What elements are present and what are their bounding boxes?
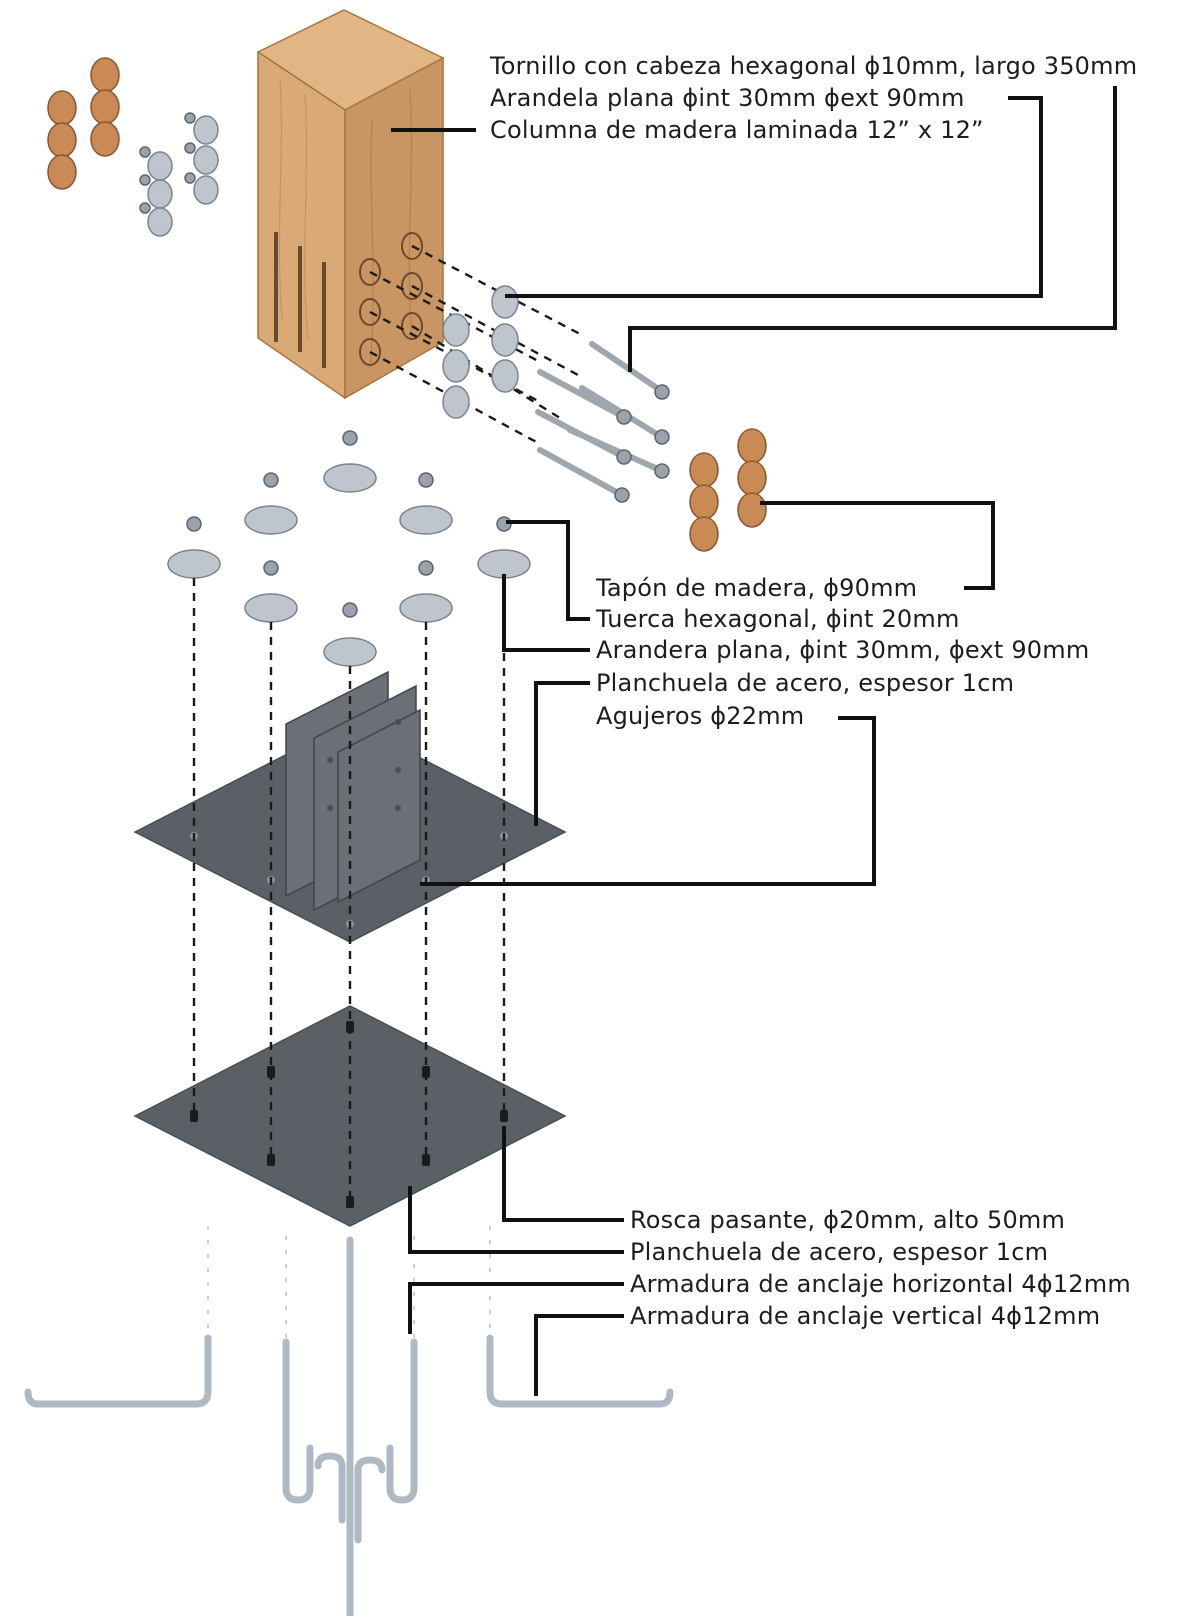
right-washers	[442, 285, 519, 419]
leader-lines	[391, 86, 1117, 1396]
label-lower-steel-plate: Planchuela de acero, espesor 1cm	[630, 1238, 1048, 1266]
label-vertical-anchor-rebar: Armadura de anclaje vertical 4ϕ12mm	[630, 1302, 1100, 1330]
anchor-nuts-washers	[167, 430, 531, 667]
label-glulam-column: Columna de madera laminada 12” x 12”	[490, 116, 984, 144]
glulam-column	[256, 9, 445, 400]
label-upper-steel-plate: Planchuela de acero, espesor 1cm	[596, 669, 1014, 697]
left-wood-plugs	[47, 57, 120, 190]
callout-labels: Tornillo con cabeza hexagonal ϕ10mm, lar…	[489, 52, 1137, 1330]
hex-bolts	[535, 341, 670, 503]
label-wood-plug: Tapón de madera, ϕ90mm	[595, 574, 917, 602]
right-wood-plugs	[689, 428, 767, 552]
label-threaded-rod: Rosca pasante, ϕ20mm, alto 50mm	[630, 1206, 1065, 1234]
label-flat-washer-bottom: Arandera plana, ϕint 30mm, ϕext 90mm	[596, 636, 1089, 664]
label-hex-bolt: Tornillo con cabeza hexagonal ϕ10mm, lar…	[489, 52, 1137, 80]
anchor-rebars	[24, 1236, 674, 1616]
label-holes: Agujeros ϕ22mm	[596, 702, 804, 730]
label-horizontal-anchor-rebar: Armadura de anclaje horizontal 4ϕ12mm	[630, 1270, 1131, 1298]
label-hex-nut: Tuerca hexagonal, ϕint 20mm	[595, 605, 960, 633]
left-washers	[139, 112, 219, 237]
label-flat-washer-top: Arandela plana ϕint 30mm ϕext 90mm	[490, 84, 965, 112]
